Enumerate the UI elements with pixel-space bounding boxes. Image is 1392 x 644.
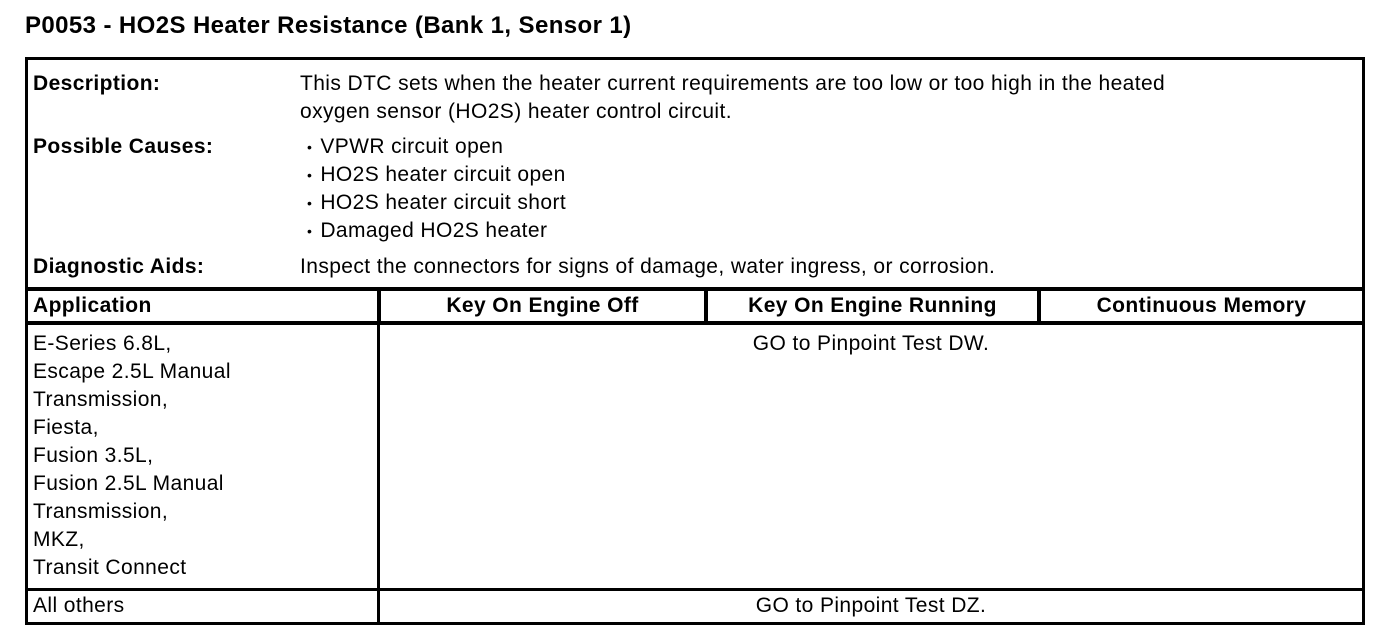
pinpoint-test-action-cell: GO to Pinpoint Test DW. <box>377 325 1362 588</box>
column-header-key-on-engine-running: Key On Engine Running <box>704 291 1037 321</box>
column-header-key-on-engine-off: Key On Engine Off <box>377 291 704 321</box>
description-text: This DTC sets when the heater current re… <box>300 72 1166 123</box>
pinpoint-test-action-cell: GO to Pinpoint Test DZ. <box>377 591 1362 622</box>
page-title: P0053 - HO2S Heater Resistance (Bank 1, … <box>25 12 632 39</box>
application-list-cell: E-Series 6.8L, Escape 2.5L Manual Transm… <box>33 332 231 579</box>
bullet-icon: • <box>307 167 313 183</box>
description-row: Description: This DTC sets when the heat… <box>28 70 1362 126</box>
description-label: Description: <box>33 72 161 95</box>
diagnostic-aids-text: Inspect the connectors for signs of dama… <box>300 255 996 278</box>
diagnostic-aids-label: Diagnostic Aids: <box>33 255 205 278</box>
column-header-application: Application <box>33 294 152 317</box>
row-divider <box>28 588 1362 591</box>
column-header-continuous-memory: Continuous Memory <box>1037 291 1362 321</box>
list-item: • HO2S heater circuit short <box>300 189 566 217</box>
cause-text: VPWR circuit open <box>320 135 504 158</box>
possible-causes-row: Possible Causes: • VPWR circuit open • H… <box>28 133 1362 245</box>
cause-text: Damaged HO2S heater <box>320 219 548 242</box>
list-item: • Damaged HO2S heater <box>300 217 566 245</box>
cause-text: HO2S heater circuit short <box>320 191 567 214</box>
cause-text: HO2S heater circuit open <box>320 163 566 186</box>
application-table-header: Application Key On Engine Off Key On Eng… <box>28 287 1362 325</box>
bullet-icon: • <box>307 223 313 239</box>
table-row: E-Series 6.8L, Escape 2.5L Manual Transm… <box>28 325 1362 588</box>
list-item: • VPWR circuit open <box>300 133 566 161</box>
dtc-info-table: Description: This DTC sets when the heat… <box>25 57 1365 625</box>
table-row: All others GO to Pinpoint Test DZ. <box>28 591 1362 622</box>
possible-causes-label: Possible Causes: <box>33 135 214 158</box>
dtc-summary-section: Description: This DTC sets when the heat… <box>28 60 1362 287</box>
bullet-icon: • <box>307 139 313 155</box>
list-item: • HO2S heater circuit open <box>300 161 566 189</box>
diagnostic-aids-row: Diagnostic Aids: Inspect the connectors … <box>28 253 1362 281</box>
application-list-cell: All others <box>33 594 125 617</box>
bullet-icon: • <box>307 195 313 211</box>
possible-causes-list: • VPWR circuit open • HO2S heater circui… <box>300 133 566 245</box>
